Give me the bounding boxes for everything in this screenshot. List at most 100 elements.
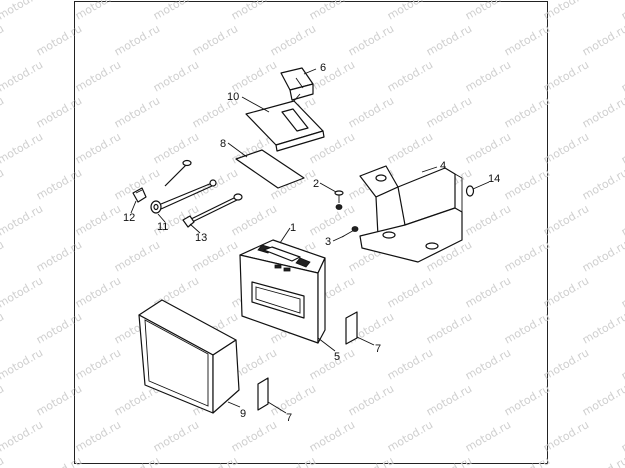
watermark-text: motod.ru [0,310,6,346]
callout-6: 6 [320,62,326,74]
leader-lines [130,68,490,414]
watermark-text: motod.ru [385,346,435,382]
watermark-text: motod.ru [190,454,240,468]
watermark-text: motod.ru [0,418,45,454]
watermark-text: motod.ru [502,166,552,202]
watermark-text: motod.ru [619,130,625,166]
watermark-text: motod.ru [307,58,357,94]
watermark-text: motod.ru [424,22,474,58]
callout-12: 12 [123,212,135,224]
callout-11: 11 [157,221,168,233]
part-12-terminal-cap [132,187,147,203]
watermark-text: motod.ru [619,0,625,23]
watermark-text: motod.ru [0,202,45,238]
watermark-text: motod.ru [541,274,591,310]
callout-14: 14 [488,173,500,185]
callout-5: 5 [334,351,340,363]
watermark-text: motod.ru [463,202,513,238]
part-11-ground-strap [150,179,217,214]
callout-4: 4 [440,160,446,172]
watermark-text: motod.ru [346,22,396,58]
watermark-text: motod.ru [73,202,123,238]
watermark-text: motod.ru [541,58,591,94]
watermark-text: motod.ru [346,382,396,418]
watermark-text: motod.ru [307,418,357,454]
watermark-text: motod.ru [346,454,396,468]
watermark-text: motod.ru [0,454,6,468]
watermark-text: motod.ru [502,382,552,418]
watermark-text: motod.ru [541,418,591,454]
watermark-text: motod.ru [541,130,591,166]
watermark-text: motod.ru [385,58,435,94]
watermark-text: motod.ru [73,418,123,454]
watermark-text: motod.ru [424,454,474,468]
callout-1: 1 [290,222,296,234]
watermark-text: motod.ru [34,166,84,202]
watermark-text: motod.ru [268,454,318,468]
watermark-text: motod.ru [0,130,45,166]
watermark-text: motod.ru [34,94,84,130]
part-9-cover [138,299,240,414]
watermark-text: motod.ru [619,346,625,382]
watermark-text: motod.ru [385,0,435,23]
watermark-text: motod.ru [580,94,625,130]
watermark-text: motod.ru [502,22,552,58]
watermark-text: motod.ru [73,58,123,94]
watermark-text: motod.ru [580,238,625,274]
watermark-text: motod.ru [112,22,162,58]
watermark-text: motod.ru [307,346,357,382]
watermark-text: motod.ru [619,58,625,94]
watermark-text: motod.ru [0,382,6,418]
watermark-text: motod.ru [34,454,84,468]
watermark-text: motod.ru [385,130,435,166]
watermark-text: motod.ru [34,238,84,274]
watermark-text: motod.ru [0,22,6,58]
watermark-text: motod.ru [463,130,513,166]
watermark-text: motod.ru [0,58,45,94]
watermark-text: motod.ru [463,346,513,382]
watermark-text: motod.ru [0,166,6,202]
watermark-text: motod.ru [424,94,474,130]
watermark-text: motod.ru [541,346,591,382]
watermark-text: motod.ru [73,130,123,166]
watermark-text: motod.ru [580,382,625,418]
watermark-text: motod.ru [580,166,625,202]
part-7-label-lower [257,377,269,411]
watermark-text: motod.ru [346,94,396,130]
callout-3: 3 [325,236,331,248]
watermark-text: motod.ru [463,274,513,310]
watermark-text: motod.ru [385,274,435,310]
watermark-text: motod.ru [424,310,474,346]
watermark-text: motod.ru [541,0,591,23]
watermark-text: motod.ru [34,310,84,346]
watermark-text: motod.ru [229,58,279,94]
watermark-text: motod.ru [34,22,84,58]
part-4-battery-tray [359,165,463,263]
watermark-text: motod.ru [73,274,123,310]
watermark-text: motod.ru [229,418,279,454]
watermark-text: motod.ru [502,238,552,274]
watermark-text: motod.ru [0,346,45,382]
callout-13: 13 [195,232,207,244]
part-1-5-battery [239,239,326,344]
watermark-text: motod.ru [112,238,162,274]
watermark-text: motod.ru [229,202,279,238]
watermark-text: motod.ru [112,454,162,468]
watermark-text: motod.ru [151,418,201,454]
part-7-label-upper [345,311,358,345]
part-2-screw [334,190,344,210]
part-3-screw [341,226,359,238]
callout-9: 9 [240,408,246,420]
watermark-text: motod.ru [580,454,625,468]
watermark-text: motod.ru [268,22,318,58]
watermark-text: motod.ru [619,418,625,454]
callout-10: 10 [227,91,239,103]
watermark-text: motod.ru [307,0,357,23]
watermark-text: motod.ru [112,94,162,130]
watermark-text: motod.ru [502,310,552,346]
watermark-text: motod.ru [385,418,435,454]
watermark-text: motod.ru [502,94,552,130]
watermark-text: motod.ru [619,274,625,310]
